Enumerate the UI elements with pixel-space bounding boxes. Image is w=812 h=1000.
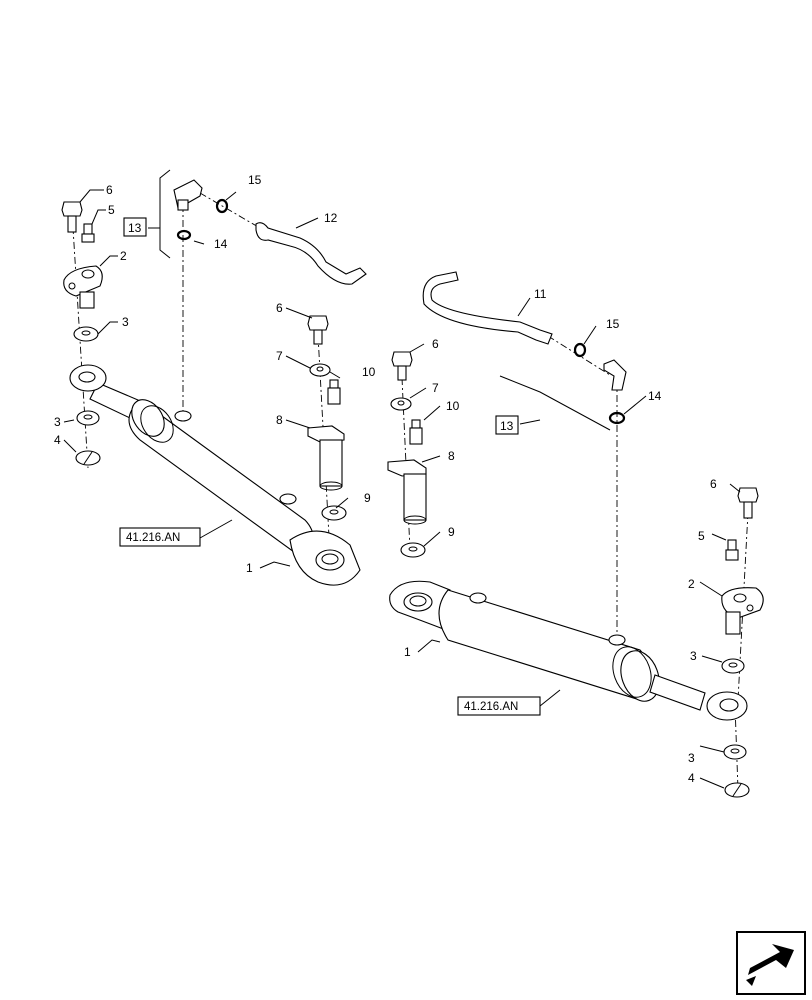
callout-left-1: 1 xyxy=(246,561,253,575)
left-middle-mount xyxy=(307,315,347,521)
reference-right: 41.216.AN xyxy=(464,701,518,713)
callout-right-6: 6 xyxy=(710,477,717,491)
callout-right-2: 2 xyxy=(688,577,695,591)
callout-left-6: 6 xyxy=(106,183,113,197)
callout-right-mid-9: 9 xyxy=(448,525,455,539)
callout-mid-8: 8 xyxy=(276,413,283,427)
callout-labels: 6 5 2 3 3 4 1 15 14 12 6 7 10 8 9 6 7 10… xyxy=(54,173,717,785)
callout-right-mid-8: 8 xyxy=(448,449,455,463)
callout-right-mid-6: 6 xyxy=(432,337,439,351)
callout-right-4: 4 xyxy=(688,771,695,785)
callout-left-15: 15 xyxy=(248,173,262,187)
leader-lines xyxy=(63,189,741,789)
callout-right-3a: 3 xyxy=(690,649,697,663)
callout-left-4: 4 xyxy=(54,433,61,447)
right-middle-mount xyxy=(387,351,427,558)
callout-right-mid-7: 7 xyxy=(432,381,439,395)
callout-left-3a: 3 xyxy=(122,315,129,329)
right-elbow-fitting xyxy=(499,342,627,431)
callout-mid-6: 6 xyxy=(276,301,283,315)
callout-left-14: 14 xyxy=(214,237,228,251)
callout-right-14: 14 xyxy=(648,389,662,403)
box-13-left: 13 xyxy=(128,221,142,235)
callout-mid-7: 7 xyxy=(276,349,283,363)
callout-left-5: 5 xyxy=(108,203,115,217)
callout-right-15: 15 xyxy=(606,317,620,331)
arrow-return-icon[interactable] xyxy=(736,931,806,995)
reference-left: 41.216.AN xyxy=(126,532,180,544)
callout-mid-10: 10 xyxy=(362,365,376,379)
callout-right-1: 1 xyxy=(404,645,411,659)
reference-labels: 41.216.AN 41.216.AN xyxy=(119,527,541,716)
left-cylinder xyxy=(69,364,361,586)
right-hydraulic-line xyxy=(422,271,553,345)
callout-right-5: 5 xyxy=(698,529,705,543)
boxed-labels: 13 13 xyxy=(123,217,519,435)
callout-right-3b: 3 xyxy=(688,751,695,765)
callout-right-mid-10: 10 xyxy=(446,399,460,413)
callout-left-12: 12 xyxy=(324,211,338,225)
left-hydraulic-line xyxy=(255,222,367,285)
left-elbow-fitting xyxy=(148,169,229,259)
callout-mid-9: 9 xyxy=(364,491,371,505)
right-pin-assembly xyxy=(721,487,764,798)
right-cylinder xyxy=(389,580,748,721)
left-pin-assembly xyxy=(61,201,103,466)
callout-left-2: 2 xyxy=(120,249,127,263)
box-13-right: 13 xyxy=(500,419,514,433)
callout-left-3b: 3 xyxy=(54,415,61,429)
callout-right-11: 11 xyxy=(534,287,547,301)
